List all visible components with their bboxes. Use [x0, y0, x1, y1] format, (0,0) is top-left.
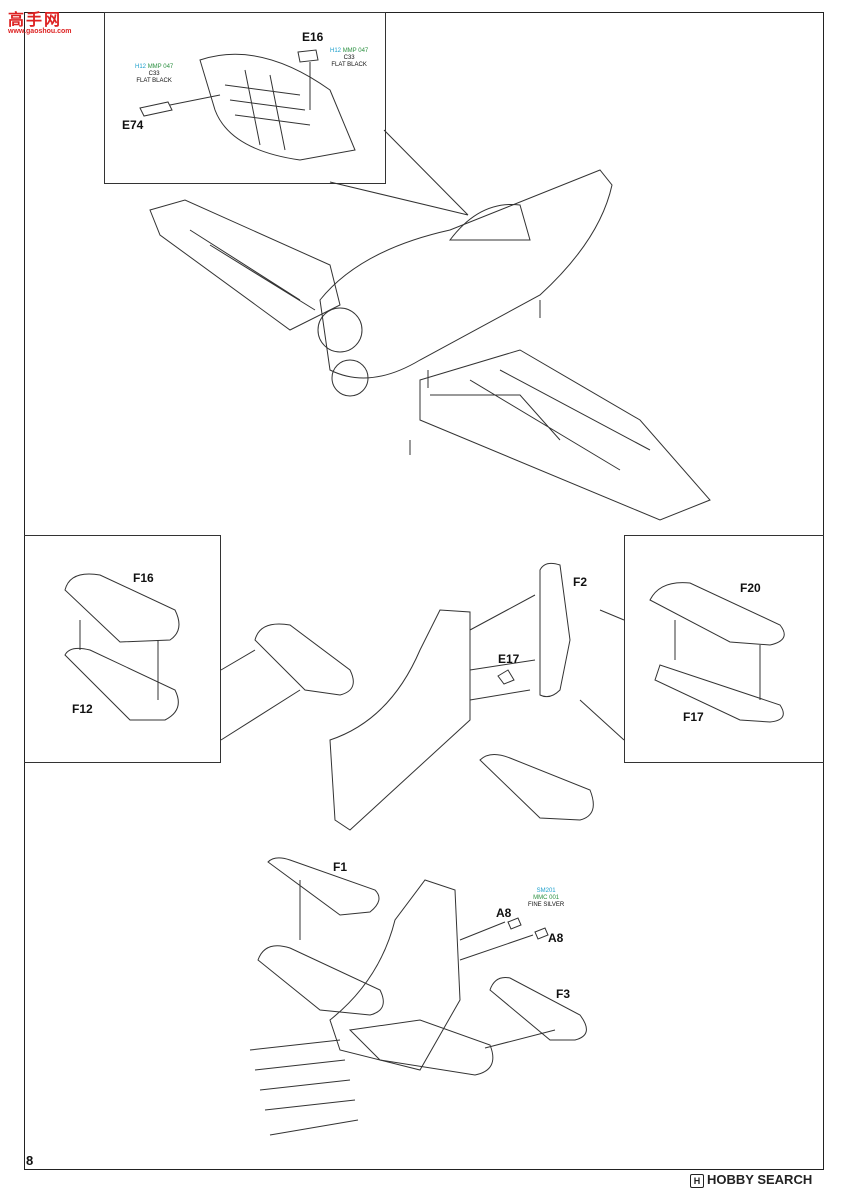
tail-fin-outline	[329, 609, 471, 831]
cockpit-inset	[104, 12, 386, 184]
paint-code-1: H12	[330, 48, 342, 54]
part-label-a8-right: A8	[548, 931, 564, 945]
part-e74-sketch	[139, 101, 173, 117]
paint-code-3: C33	[343, 55, 355, 61]
watermark-brand: 高手网	[8, 12, 63, 29]
part-label-f2: F2	[573, 575, 588, 589]
part-label-f20: F20	[740, 581, 761, 595]
part-label-f3: F3	[556, 987, 571, 1001]
paint-code-2: MMP 047	[342, 48, 369, 54]
paint-name: FINE SILVER	[528, 902, 565, 908]
paint-name: FLAT BLACK	[136, 78, 172, 84]
part-label-f16: F16	[133, 571, 154, 585]
paint-callout-silver: SM201 MMC 001 FINE SILVER	[528, 888, 564, 909]
part-label-e16: E16	[302, 30, 324, 44]
wing-arrow	[409, 300, 541, 455]
part-f12-sketch	[64, 647, 179, 721]
part-f3-sketch	[489, 977, 587, 1041]
paint-callout-left: H12 MMP 047 C33 FLAT BLACK	[135, 64, 173, 85]
watermark-url: www.gaoshou.com	[8, 28, 72, 35]
left-wing-outline	[149, 199, 341, 331]
part-f1-sketch	[267, 857, 380, 916]
part-label-f12: F12	[72, 702, 93, 716]
page-number: 8	[26, 1153, 34, 1168]
part-label-f1: F1	[333, 860, 348, 874]
elevator-right-sketch	[479, 754, 594, 821]
section-divider-left-bottom	[24, 762, 221, 763]
section-divider-right-top	[624, 535, 824, 536]
section-divider-right-bottom	[624, 762, 824, 763]
paint-code-2: MMC 001	[533, 895, 560, 901]
part-f2-sketch	[539, 562, 571, 698]
inset-callout-line	[329, 129, 469, 216]
part-f20-sketch	[649, 582, 785, 646]
rudder-fin-outline	[329, 879, 461, 1071]
hobby-search-logo-icon: H	[690, 1174, 704, 1188]
part-label-e74: E74	[122, 118, 144, 132]
page-border	[24, 12, 824, 1170]
canopy-outline	[448, 203, 531, 241]
paint-code-3: C33	[148, 71, 160, 77]
part-a8-right	[534, 927, 549, 940]
paint-code-1: H12	[135, 64, 147, 70]
paint-name: FLAT BLACK	[331, 62, 367, 68]
part-e16-sketch	[297, 49, 319, 63]
part-f16-sketch	[64, 573, 180, 643]
part-label-e17: E17	[498, 652, 520, 666]
inset-left-border	[220, 535, 221, 763]
section-divider-top	[24, 535, 221, 536]
cowling-ring	[317, 307, 363, 353]
paint-code-1: SM201	[536, 888, 556, 894]
part-f17-sketch	[654, 664, 784, 723]
fuselage-outline	[319, 169, 613, 379]
part-e17-sketch	[497, 669, 515, 685]
paint-callout-right: H12 MMP 047 C33 FLAT BLACK	[330, 48, 368, 69]
right-wing-outline	[419, 349, 711, 521]
inset-right-border	[624, 535, 625, 763]
watermark-logo: 高手网 www.gaoshou.com	[8, 6, 72, 35]
stabilizer-left-sketch	[257, 945, 384, 1016]
fuselage-rear-lines	[249, 1039, 359, 1136]
hobby-search-text: HOBBY SEARCH	[707, 1172, 813, 1187]
part-a8-left	[507, 917, 522, 930]
cockpit-sketch	[199, 53, 356, 161]
part-label-f17: F17	[683, 710, 704, 724]
stabilizer-right-sketch	[348, 1019, 494, 1076]
paint-code-2: MMP 047	[147, 64, 174, 70]
part-label-a8-left: A8	[496, 906, 512, 920]
elevator-left-sketch	[254, 623, 354, 696]
